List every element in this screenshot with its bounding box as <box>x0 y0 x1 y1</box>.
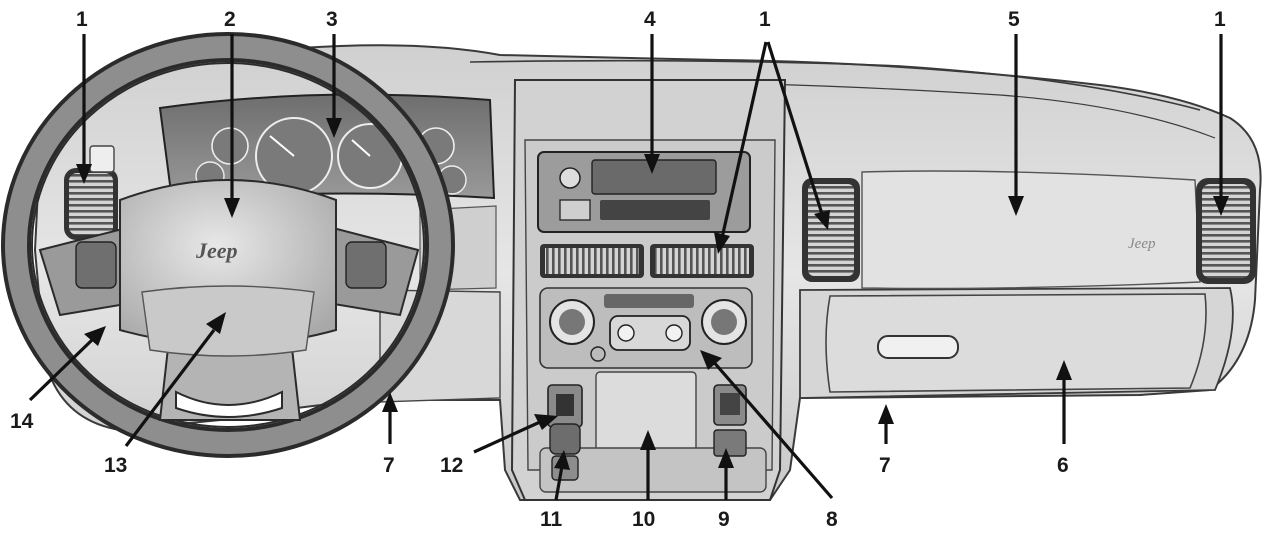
callout-10: 10 <box>632 508 655 531</box>
callout-1-left: 1 <box>76 8 88 31</box>
callout-14: 14 <box>10 410 34 433</box>
radio-unit <box>538 152 750 232</box>
callout-7-right: 7 <box>879 454 891 477</box>
callout-7-left: 7 <box>383 454 395 477</box>
callout-3: 3 <box>326 8 338 31</box>
callout-12: 12 <box>440 454 463 477</box>
callout-9: 9 <box>718 508 730 531</box>
callout-5: 5 <box>1008 8 1020 31</box>
callout-6: 6 <box>1057 454 1069 477</box>
callout-8: 8 <box>826 508 838 531</box>
passenger-airbag-panel <box>862 171 1200 288</box>
right-side-vent <box>1196 178 1256 284</box>
callout-1-right: 1 <box>1214 8 1226 31</box>
climate-controls <box>540 288 752 368</box>
passenger-jeep-badge: Jeep <box>1128 236 1156 252</box>
right-center-vent <box>802 178 860 282</box>
callout-13: 13 <box>104 454 127 477</box>
glove-box-handle <box>878 336 958 358</box>
callout-1-center: 1 <box>759 8 771 31</box>
callout-4: 4 <box>644 8 656 31</box>
callout-2: 2 <box>224 8 236 31</box>
callout-11: 11 <box>540 508 563 531</box>
steering-jeep-badge: Jeep <box>195 238 238 263</box>
